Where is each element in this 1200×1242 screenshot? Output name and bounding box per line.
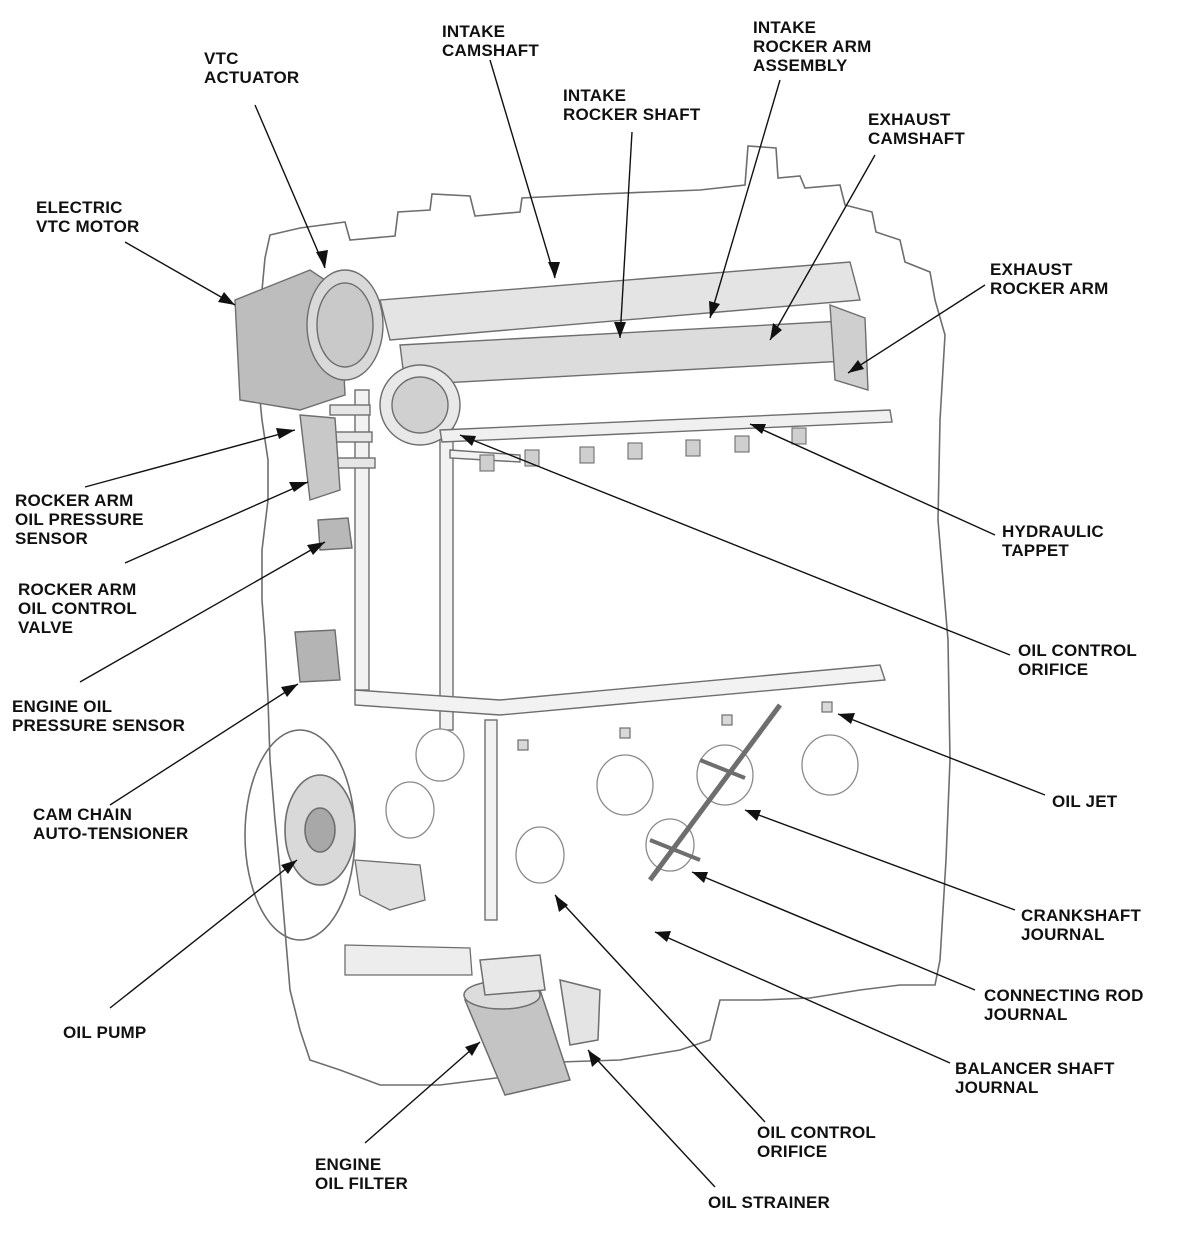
cylinder-head-assembly [234,261,893,683]
label-oil-jet: OIL JET [1052,792,1118,811]
oil-pump-body [344,859,473,976]
crankshaft-pulley [244,729,356,941]
leader-arrowheads [218,250,864,1067]
engine-block-outline [257,145,951,1086]
label-oil-strainer: OIL STRAINER [708,1193,831,1212]
oil-jets [517,701,833,751]
leader-lines [79,59,1046,1188]
oil-passage-pipes [329,389,886,921]
label-oil-pump: OIL PUMP [63,1023,147,1042]
oil-filter [463,954,601,1096]
crankshaft-journals [385,703,859,884]
